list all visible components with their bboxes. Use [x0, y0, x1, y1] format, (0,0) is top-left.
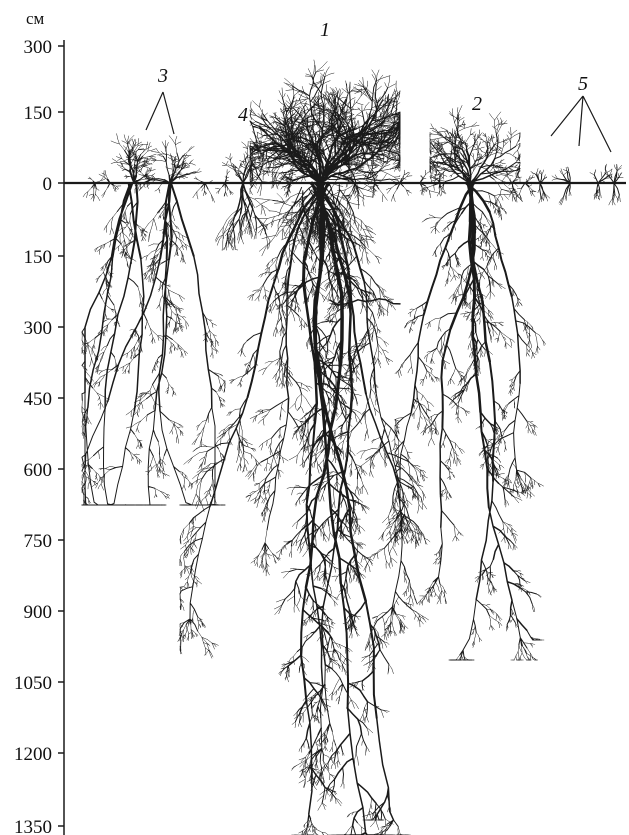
- axis-tick-label: 300: [24, 318, 53, 339]
- axis-tick-label: 600: [24, 460, 53, 481]
- axis-unit-label: см: [26, 9, 45, 28]
- axis-tick-label: 450: [24, 389, 53, 410]
- axis-tick-label: 1350: [14, 817, 52, 835]
- axis-tick-label: 150: [24, 103, 53, 124]
- axis-tick-label: 150: [24, 247, 53, 268]
- root-strokes: [112, 183, 512, 718]
- axis-tick-label: 1200: [14, 744, 52, 765]
- label-5-pointer: [551, 96, 611, 152]
- axis-tick-label: 900: [24, 602, 53, 623]
- plant-label-4: 4: [238, 104, 248, 126]
- plant-label-2: 2: [472, 93, 482, 115]
- plant-label-3: 3: [157, 65, 168, 87]
- plants-layer: [82, 60, 623, 835]
- axis-tick-label: 0: [43, 174, 53, 195]
- label-3-pointer: [146, 92, 174, 134]
- depth-axis: см 300 150 0 150 300 450 600 750 900 105…: [14, 9, 64, 835]
- plant-label-1: 1: [320, 19, 330, 41]
- plant-label-5: 5: [578, 73, 588, 95]
- axis-tick-label: 300: [24, 37, 53, 58]
- shoot-strokes: [93, 72, 619, 194]
- axis-tick-label: 750: [24, 531, 53, 552]
- axis-tick-label: 1050: [14, 673, 52, 694]
